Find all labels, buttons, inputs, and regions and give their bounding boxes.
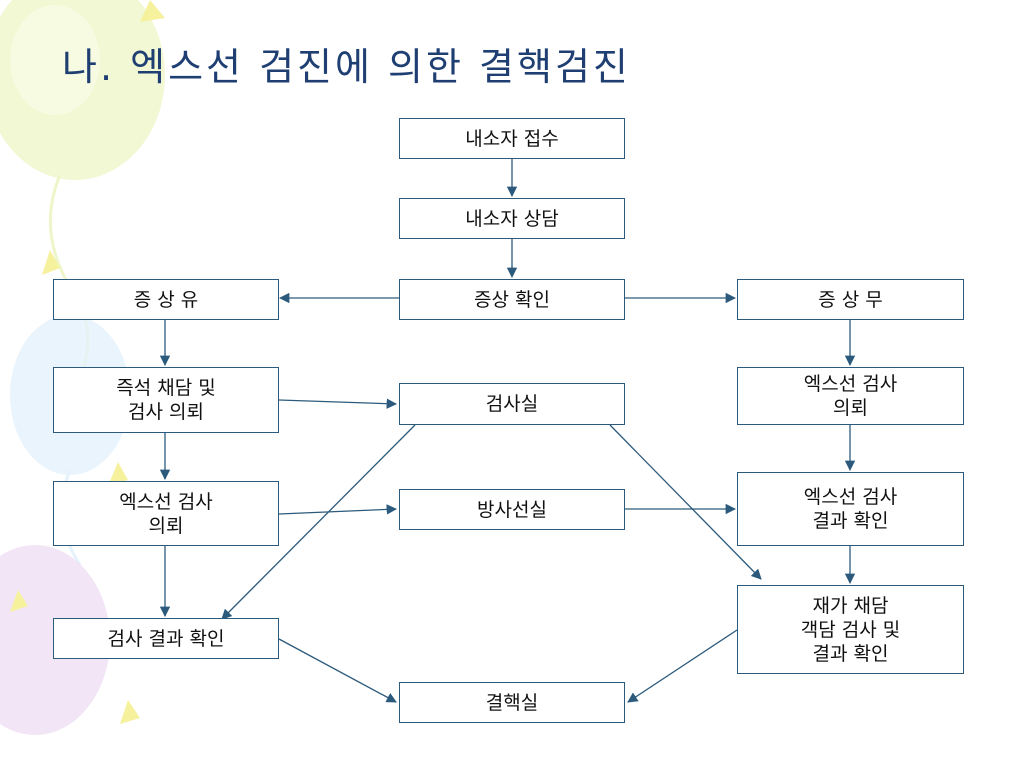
- node-radiology: 방사선실: [399, 489, 625, 530]
- edge-lab-homesputum: [609, 424, 762, 580]
- node-xray-request-left: 엑스선 검사 의뢰: [53, 481, 279, 546]
- edge-sputum-lab: [278, 398, 398, 409]
- node-intake: 내소자 접수: [399, 118, 625, 159]
- node-xray-request-right: 엑스선 검사 의뢰: [737, 367, 964, 425]
- node-sputum-request: 즉석 채담 및 검사 의뢰: [53, 367, 279, 433]
- edge-result-tb: [278, 638, 397, 703]
- node-home-sputum: 재가 채담 객담 검사 및 결과 확인: [737, 585, 964, 674]
- edge-xray-radiology: [278, 504, 398, 515]
- node-lab: 검사실: [399, 383, 625, 425]
- node-tb-office: 결핵실: [399, 682, 625, 723]
- node-test-result-check: 검사 결과 확인: [53, 618, 279, 659]
- node-xray-result-check: 엑스선 검사 결과 확인: [737, 472, 964, 546]
- node-symptom-no: 증 상 무: [737, 279, 964, 320]
- node-symptom-yes: 증 상 유: [53, 279, 279, 320]
- page-title: 나. 엑스선 검진에 의한 결핵검진: [62, 45, 631, 89]
- edge-homesputum-tb: [627, 629, 738, 703]
- node-symptom-check: 증상 확인: [399, 279, 625, 320]
- edge-lab-result: [221, 424, 416, 620]
- node-consult: 내소자 상담: [399, 198, 625, 239]
